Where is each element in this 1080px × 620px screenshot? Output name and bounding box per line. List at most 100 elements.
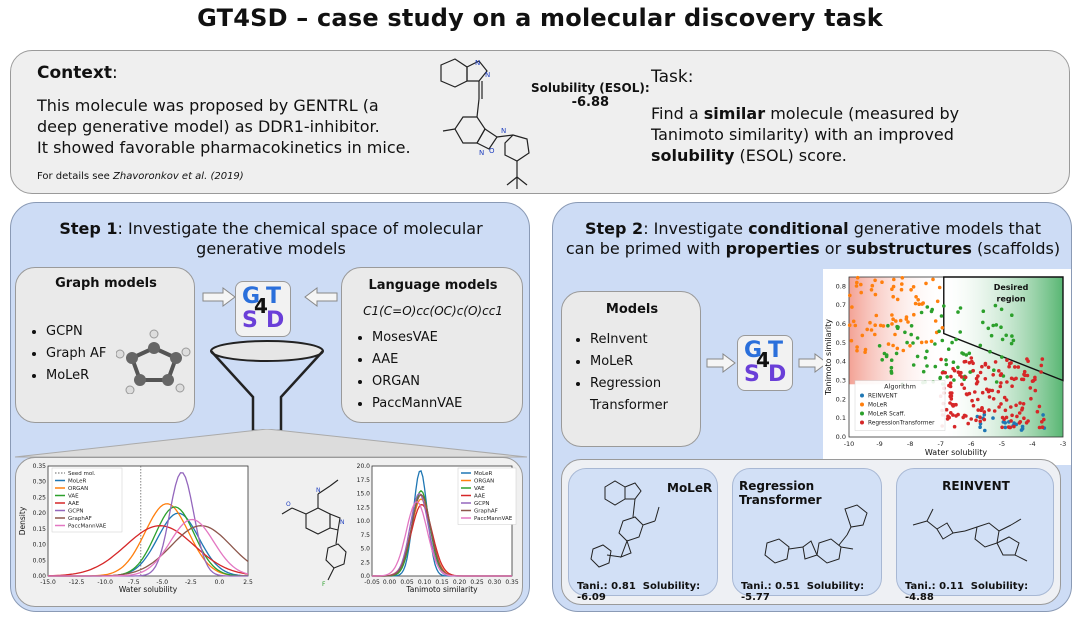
scatter-point xyxy=(956,365,960,370)
y-tick-label: 10.0 xyxy=(357,518,371,525)
scatter-point xyxy=(1020,406,1025,410)
scatter-point xyxy=(1017,411,1022,415)
y-tick-label: 0.4 xyxy=(836,358,846,366)
svg-text:N: N xyxy=(316,487,321,494)
scatter-point xyxy=(949,374,953,379)
scatter-point xyxy=(960,382,964,387)
scatter-point xyxy=(880,358,884,362)
scatter-point xyxy=(980,406,984,411)
legend-label: RegressionTransformer xyxy=(868,421,935,427)
scatter-point xyxy=(1018,420,1023,424)
scatter-point xyxy=(1005,380,1009,384)
scatter-point xyxy=(1015,414,1019,419)
scatter-point xyxy=(991,373,995,377)
scatter-point xyxy=(919,310,924,315)
scatter-point xyxy=(987,388,992,393)
x-tick-label: -9 xyxy=(876,440,882,448)
scatter-point xyxy=(1009,405,1013,409)
scatter-point xyxy=(894,351,899,356)
scatter-point xyxy=(1024,421,1029,425)
scatter-point xyxy=(952,424,957,429)
graph-models-card: Graph models GCPN Graph AF MoLeR xyxy=(15,267,195,423)
scatter-point xyxy=(1040,357,1045,361)
y-tick-label: 0.5 xyxy=(836,339,846,347)
y-tick-label: 15.0 xyxy=(357,491,371,498)
scatter-point xyxy=(1000,425,1004,430)
scatter-point xyxy=(961,352,966,356)
scatter-point xyxy=(908,344,912,348)
scatter-point xyxy=(948,381,953,385)
molecule-regression-image xyxy=(764,504,868,564)
scatter-point xyxy=(983,361,988,366)
scatter-point xyxy=(964,392,969,396)
scatter-point xyxy=(920,302,924,306)
scatter-point xyxy=(1039,363,1044,368)
graph-models-list: GCPN Graph AF MoLeR xyxy=(28,324,106,390)
scatter-point xyxy=(851,319,856,324)
context-heading-row: Context: xyxy=(37,63,118,83)
scatter-point xyxy=(873,278,877,283)
scatter-point xyxy=(986,365,991,370)
step1-panel: Step 1: Investigate the chemical space o… xyxy=(10,202,530,612)
scatter-point xyxy=(942,304,946,308)
svg-text:N: N xyxy=(485,71,490,79)
scatter-point xyxy=(981,309,986,313)
list-item: Graph AF xyxy=(46,346,106,361)
scatter-point xyxy=(982,412,987,417)
scatter-point xyxy=(873,292,878,297)
legend-swatch xyxy=(860,393,864,398)
scatter-point xyxy=(958,373,962,377)
context-line: This molecule was proposed by GENTRL (a xyxy=(37,96,379,115)
scatter-point xyxy=(915,354,920,359)
scatter-point xyxy=(849,338,854,343)
arrow-right-icon xyxy=(202,287,236,307)
scatter-point xyxy=(975,380,980,384)
scatter-point xyxy=(915,336,920,340)
x-tick-label: 0.15 xyxy=(435,579,449,586)
legend-label: GCPN xyxy=(474,501,490,507)
legend-label: VAE xyxy=(68,494,79,500)
funnel-connector xyxy=(14,429,528,458)
list-item: ReInvent xyxy=(590,332,668,347)
scatter-point xyxy=(903,330,907,335)
list-item: MoLeR xyxy=(46,368,106,383)
scatter-point xyxy=(969,356,974,360)
scatter-point xyxy=(933,364,938,369)
svg-text:N: N xyxy=(340,519,345,526)
series-line xyxy=(47,525,249,577)
scatter-point xyxy=(999,402,1003,406)
unfavorable-region xyxy=(849,277,947,385)
scatter-point xyxy=(895,346,900,351)
legend-label: GraphAF xyxy=(474,509,498,515)
citation-link[interactable]: Zhavoronkov et al. (2019) xyxy=(113,171,244,182)
scatter-point xyxy=(1013,365,1017,369)
x-tick-label: -7.5 xyxy=(128,579,140,586)
scatter-point xyxy=(944,358,948,362)
arrow-right-icon xyxy=(798,353,828,373)
scatter-point xyxy=(951,360,956,364)
y-tick-label: 0.2 xyxy=(836,395,846,403)
scatter-point xyxy=(996,389,1001,394)
models-list: ReInvent MoLeR Regression Transformer xyxy=(572,332,668,420)
x-tick-label: 0.05 xyxy=(400,579,414,586)
scatter-point xyxy=(1040,420,1044,424)
scatter-point xyxy=(978,415,982,419)
task-heading: Task xyxy=(651,67,688,87)
scatter-point xyxy=(889,365,894,370)
legend-swatch xyxy=(860,420,864,425)
y-tick-label: 5.0 xyxy=(360,546,370,553)
legend-label: MoLeR xyxy=(474,471,492,477)
scatter-point xyxy=(892,277,896,282)
smiles-string: C1(C=O)cc(OC)c(O)cc1 xyxy=(363,304,503,318)
scatter-point xyxy=(933,342,937,346)
scatter-point xyxy=(1011,338,1016,343)
legend-label: ORGAN xyxy=(68,486,88,492)
scatter-point xyxy=(869,328,874,332)
scatter-point xyxy=(924,281,928,286)
x-tick-label: -4 xyxy=(1029,440,1035,448)
scatter-point xyxy=(889,358,894,362)
legend-label: REINVENT xyxy=(868,394,898,400)
y-tick-label: 2.5 xyxy=(360,559,370,566)
legend-label: VAE xyxy=(474,486,485,492)
scatter-point xyxy=(964,353,969,357)
